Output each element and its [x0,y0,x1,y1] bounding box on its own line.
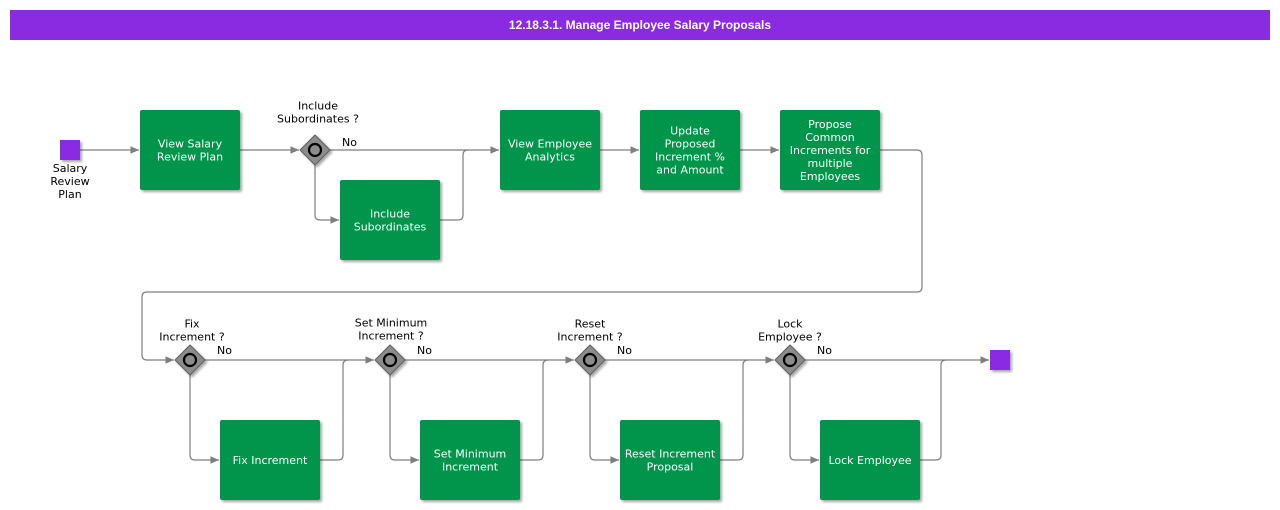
task-view-employee-analytics[interactable] [500,110,600,190]
flow-setmin-to-gw4 [520,359,549,461]
gateway-no-label-lock-employee: No [817,344,832,357]
diagram-title: 12.18.3.1. Manage Employee Salary Propos… [10,10,1270,40]
gateway-no-label-reset-increment: No [617,344,632,357]
gateway-marker-include-subordinates [307,142,323,158]
task-update-proposed-increment[interactable] [640,110,740,190]
gateway-no-label-fix-increment: No [217,344,232,357]
sequence-flows [80,146,989,464]
task-label-fix-increment: Fix Increment [233,454,308,467]
gateway-no-label-set-minimum-increment: No [417,344,432,357]
flow-propose-to-gw2 [141,149,923,364]
task-view-salary-review-plan[interactable] [140,110,240,190]
flow-reset-to-gw5 [720,359,749,461]
gateway-no-label-include-subordinates: No [342,136,357,149]
start-event[interactable] [60,140,80,160]
gateway-marker-reset-increment [582,352,598,368]
task-set-minimum-increment[interactable] [420,420,520,500]
gateway-marker-fix-increment [182,352,198,368]
task-label-lock-employee: Lock Employee [828,454,911,467]
flow-gw1-yes-to-include [314,165,339,224]
flow-gw5-yes-to-lock [789,375,819,464]
task-lock-employee[interactable] [820,420,920,500]
gateway-marker-set-minimum-increment [382,352,398,368]
task-include-subordinates[interactable] [340,180,440,260]
flow-gw3-yes-to-setmin [389,375,419,464]
flow-gw4-yes-to-reset [589,375,619,464]
flow-fix-to-gw3 [320,359,349,461]
gateway-marker-lock-employee [782,352,798,368]
flow-include-to-analytics [440,149,469,221]
task-fix-increment[interactable] [220,420,320,500]
flow-gw2-yes-to-fix [189,375,219,464]
task-propose-common-increments[interactable] [780,110,880,190]
flow-lock-to-end [920,359,947,461]
task-reset-increment-proposal[interactable] [620,420,720,500]
end-event[interactable] [990,350,1010,370]
